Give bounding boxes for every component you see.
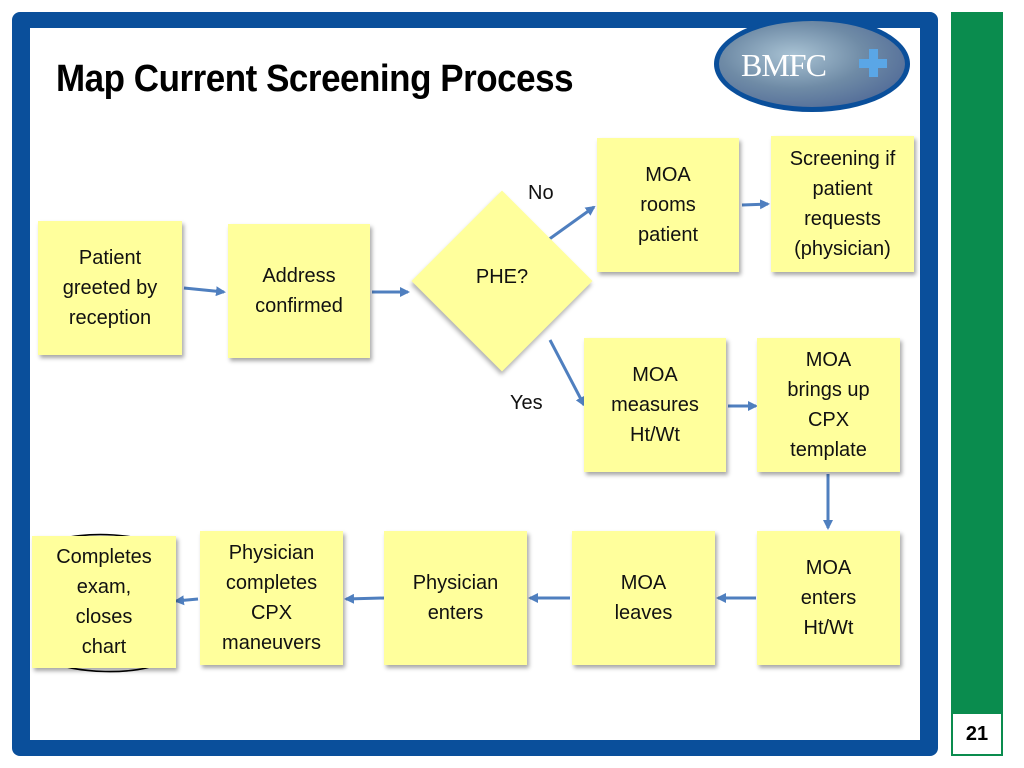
arrow-cpx-to-exam [174, 595, 199, 606]
page-title: Map Current Screening Process [56, 58, 574, 100]
step-moa-rooms: MOA rooms patient [597, 138, 739, 272]
step-screening-if-requests: Screening if patient requests (physician… [771, 136, 914, 272]
step-moa-leaves: MOA leaves [572, 531, 715, 665]
logo-text: BMFC [741, 47, 827, 83]
step-completes-exam: Completes exam, closes chart [32, 536, 176, 668]
page-number: 21 [951, 712, 1003, 756]
step-physician-enters: Physician enters [384, 531, 527, 665]
side-bar [951, 12, 1003, 756]
arrow-phe-no [547, 205, 596, 242]
branch-label-yes: Yes [510, 392, 543, 414]
step-moa-measures: MOA measures Ht/Wt [584, 338, 726, 472]
cross-icon [859, 49, 887, 77]
step-moa-enters: MOA enters Ht/Wt [757, 531, 900, 665]
step-moa-cpx-template: MOA brings up CPX template [757, 338, 900, 472]
step-patient-greeted: Patient greeted by reception [38, 221, 182, 355]
branch-label-no: No [528, 182, 554, 204]
bmfc-logo: BMFC [714, 16, 910, 112]
step-address-confirmed: Address confirmed [228, 224, 370, 358]
arrow-phe-yes [548, 339, 586, 407]
step-physician-completes: Physician completes CPX maneuvers [200, 531, 343, 665]
arrow-physician-to-completes [344, 593, 385, 604]
arrow-rooms-to-screening [741, 199, 770, 210]
arrow-greeted-to-address [183, 286, 226, 297]
decision-phe-label: PHE? [475, 266, 529, 288]
